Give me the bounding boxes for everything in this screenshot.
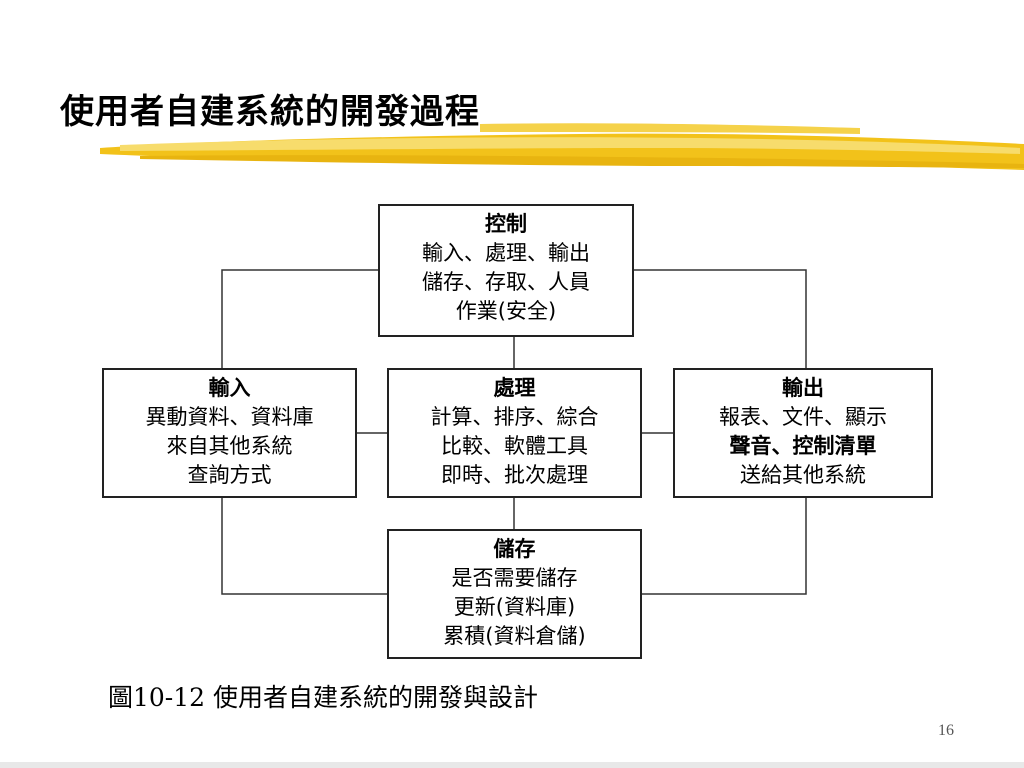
input-line: 異動資料、資料庫: [145, 405, 314, 429]
process-box: 處理 計算、排序、綜合 比較、軟體工具 即時、批次處理: [387, 368, 642, 498]
storage-title: 儲存: [493, 537, 536, 561]
control-title: 控制: [485, 212, 527, 236]
output-line: 送給其他系統: [740, 463, 866, 487]
storage-line: 更新(資料庫): [453, 595, 576, 619]
connector-input-storage: [221, 497, 388, 595]
process-line: 即時、批次處理: [441, 463, 588, 487]
figure-caption: 圖10-12 使用者自建系統的開發與設計: [108, 683, 539, 712]
input-box: 輸入 異動資料、資料庫 來自其他系統 查詢方式: [102, 368, 357, 498]
footer-rule: [0, 762, 1024, 768]
title-brush-underline: [100, 123, 1024, 170]
output-line: 聲音、控制清單: [729, 434, 877, 458]
input-line: 查詢方式: [187, 463, 272, 487]
output-box: 輸出 報表、文件、顯示 聲音、控制清單 送給其他系統: [673, 368, 933, 498]
process-line: 比較、軟體工具: [441, 434, 588, 458]
page-number: 16: [938, 722, 954, 739]
input-title: 輸入: [208, 376, 251, 400]
process-title: 處理: [493, 376, 536, 400]
output-line: 報表、文件、顯示: [719, 405, 887, 429]
process-line: 計算、排序、綜合: [430, 405, 599, 429]
connector-control-output: [633, 269, 807, 369]
input-line: 來自其他系統: [166, 434, 293, 458]
control-box: 控制 輸入、處理、輸出 儲存、存取、人員 作業(安全): [378, 204, 634, 337]
storage-line: 累積(資料倉儲): [443, 624, 586, 648]
connector-control-input: [221, 269, 378, 369]
slide-title: 使用者自建系統的開發過程: [60, 92, 480, 132]
control-line: 儲存、存取、人員: [422, 270, 590, 294]
storage-box: 儲存 是否需要儲存 更新(資料庫) 累積(資料倉儲): [387, 529, 642, 659]
control-line: 輸入、處理、輸出: [422, 241, 590, 265]
control-line: 作業(安全): [455, 299, 557, 323]
connector-output-storage: [641, 497, 807, 595]
storage-line: 是否需要儲存: [451, 566, 578, 590]
output-title: 輸出: [782, 376, 824, 400]
